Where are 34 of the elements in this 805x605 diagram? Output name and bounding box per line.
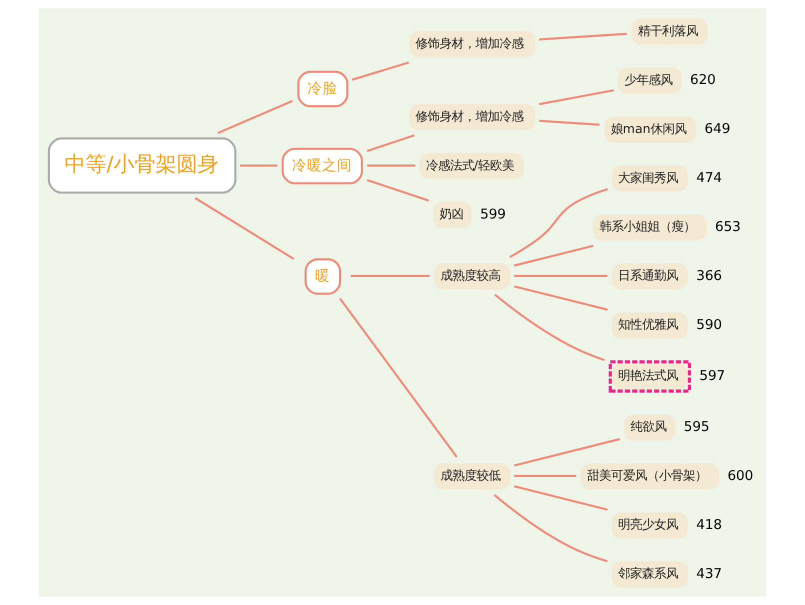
- node-label: 597: [699, 368, 726, 384]
- connector: [494, 294, 605, 362]
- node-label: 590: [696, 316, 722, 333]
- connector: [366, 179, 430, 202]
- connector: [217, 100, 293, 134]
- connector: [367, 164, 416, 167]
- connector: [514, 474, 576, 477]
- connector: [539, 120, 600, 126]
- node-label: 649: [704, 121, 730, 138]
- node-label: 653: [714, 219, 741, 236]
- node-box: 明艳法式风: [608, 360, 691, 393]
- connector: [514, 485, 608, 511]
- connector: [514, 244, 594, 267]
- connector: [514, 274, 608, 277]
- connector: [494, 494, 608, 562]
- node-label: 620: [690, 72, 716, 88]
- connector: [539, 32, 627, 40]
- connector: [350, 274, 430, 277]
- connector: [509, 188, 608, 258]
- node-label: 366: [696, 268, 722, 284]
- connector: [240, 164, 278, 167]
- connector: [539, 89, 614, 106]
- node-label: 418: [696, 516, 722, 533]
- connector: [339, 298, 458, 458]
- node-label: 437: [696, 566, 722, 582]
- node-label: 599: [480, 206, 506, 223]
- node-label: 600: [727, 468, 754, 484]
- node-label: 595: [684, 419, 710, 436]
- connector: [352, 62, 410, 81]
- connector: [366, 134, 415, 152]
- connector: [194, 197, 294, 260]
- connector: [514, 438, 620, 467]
- node-label: 474: [696, 170, 722, 186]
- connector: [514, 285, 608, 311]
